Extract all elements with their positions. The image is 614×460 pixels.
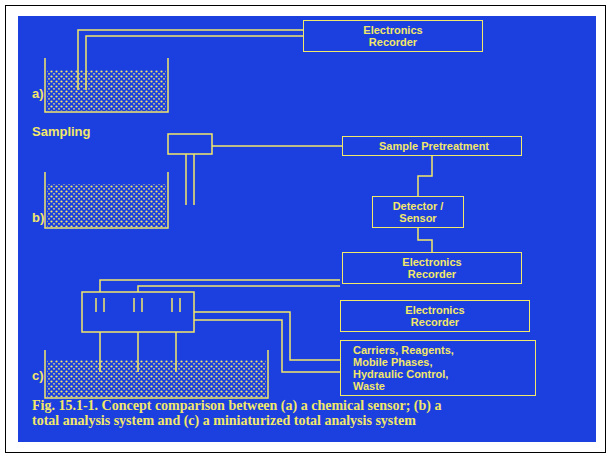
figure-caption: Fig. 15.1-1. Concept comparison between … (32, 398, 452, 428)
connector-line (418, 228, 432, 252)
box-text: Sample Pretreatment (349, 140, 519, 152)
part-label: a) (32, 86, 44, 101)
box-text: Carriers, Reagents, Mobile Phases, Hydra… (353, 344, 463, 392)
part-label: b) (32, 210, 44, 225)
box-text: Detector / Sensor (383, 200, 453, 224)
process-box: Sample Pretreatment (342, 136, 522, 156)
process-box: Electronics Recorder (340, 300, 530, 332)
box-text: Electronics Recorder (395, 304, 475, 328)
box-text: Electronics Recorder (353, 24, 433, 48)
process-box: Detector / Sensor (372, 196, 464, 228)
part-label: c) (32, 368, 44, 383)
process-box: Carriers, Reagents, Mobile Phases, Hydra… (340, 340, 536, 396)
process-box: Electronics Recorder (303, 20, 483, 52)
box-text: Electronics Recorder (392, 256, 472, 280)
part-label: Sampling (32, 124, 91, 139)
connector-line (418, 156, 432, 196)
process-box: Electronics Recorder (342, 252, 522, 284)
